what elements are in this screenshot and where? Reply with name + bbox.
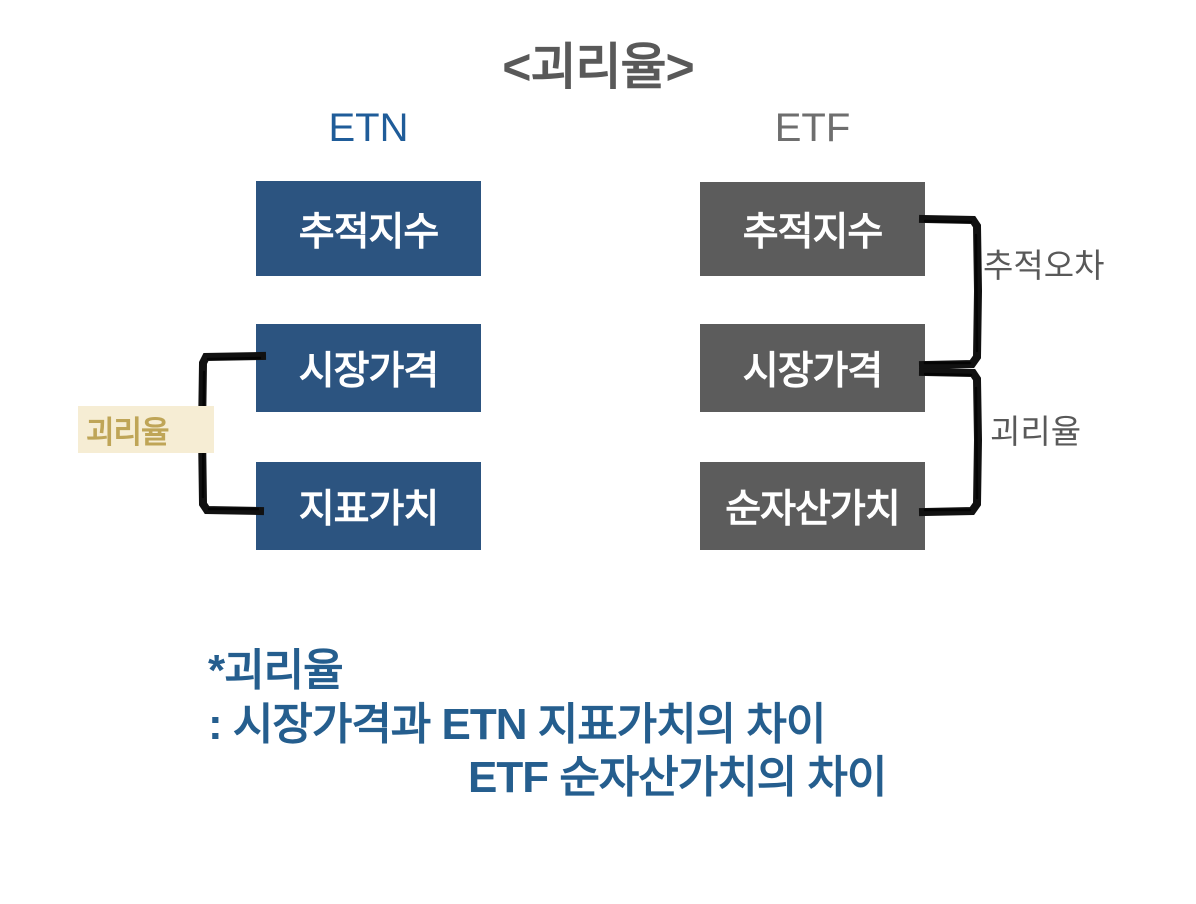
bracket-etf-tracking-error bbox=[915, 214, 993, 370]
footnote-line-1: *괴리율 bbox=[208, 646, 344, 695]
column-heading-etn: ETN bbox=[328, 106, 409, 150]
footnote: *괴리율 : 시장가격과 ETN 지표가치의 차이 ETF 순자산가치의 차이 bbox=[0, 644, 1196, 805]
box-etf-net-asset-value: 순자산가치 bbox=[700, 462, 925, 550]
bracket-etf-disparity bbox=[915, 367, 993, 517]
box-etn-indicative-value: 지표가치 bbox=[256, 462, 481, 550]
footnote-line-3: ETF 순자산가치의 차이 bbox=[468, 753, 887, 803]
label-etn-disparity-highlight: 괴리율 bbox=[78, 406, 214, 453]
box-etf-tracking-index: 추적지수 bbox=[700, 182, 925, 276]
label-etf-disparity: 괴리율 bbox=[990, 413, 1082, 450]
page-title: <괴리율> bbox=[502, 39, 694, 95]
column-heading-etf: ETF bbox=[774, 106, 851, 150]
label-tracking-error: 추적오차 bbox=[983, 247, 1105, 284]
box-etn-tracking-index: 추적지수 bbox=[256, 181, 481, 276]
box-etf-market-price: 시장가격 bbox=[700, 324, 925, 412]
footnote-line-2: : 시장가격과 ETN 지표가치의 차이 bbox=[208, 699, 826, 749]
box-etn-market-price: 시장가격 bbox=[256, 324, 481, 412]
